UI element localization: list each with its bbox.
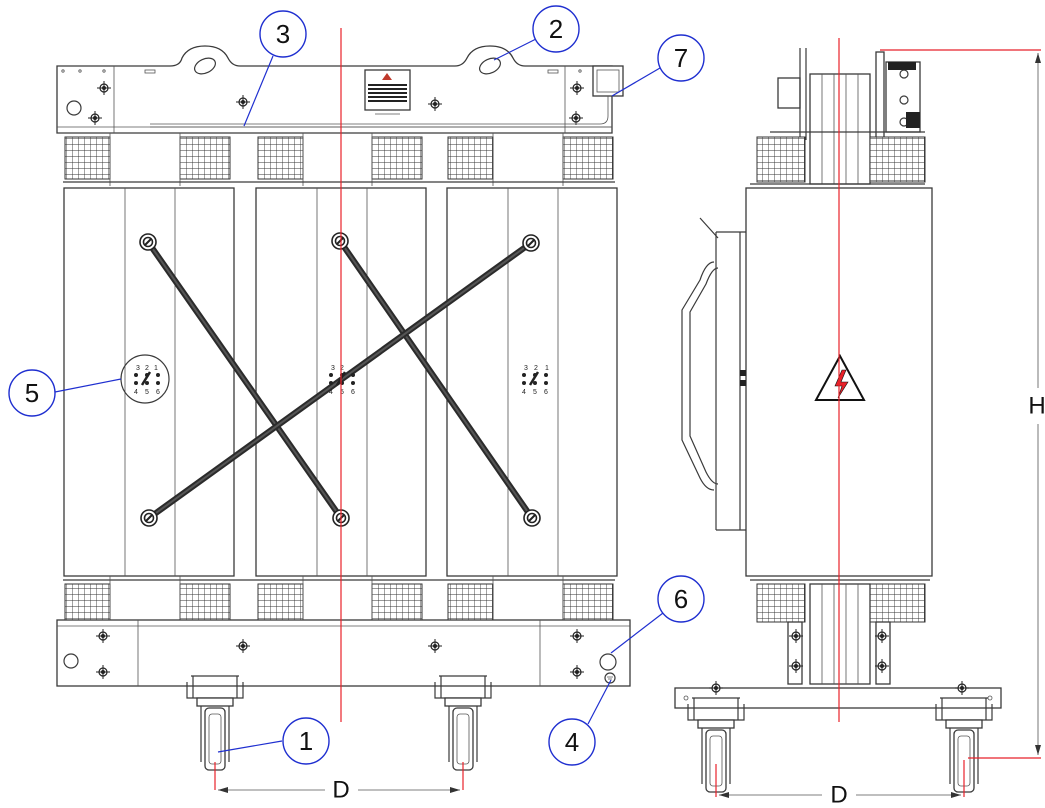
side-lower-assembly <box>674 579 1002 709</box>
svg-text:5: 5 <box>25 378 39 408</box>
svg-text:2: 2 <box>145 365 149 372</box>
svg-text:6: 6 <box>351 389 355 396</box>
svg-text:3: 3 <box>136 365 140 372</box>
lifting-hole <box>599 653 617 671</box>
nameplate <box>364 69 411 115</box>
svg-text:2: 2 <box>549 14 563 44</box>
svg-text:1: 1 <box>545 365 549 372</box>
svg-text:4: 4 <box>565 727 579 757</box>
callout-1: 1 <box>217 717 330 765</box>
svg-text:D: D <box>332 777 349 804</box>
svg-text:7: 7 <box>674 43 688 73</box>
svg-text:D: D <box>830 782 847 808</box>
svg-text:H: H <box>1028 393 1045 420</box>
svg-text:4: 4 <box>522 389 526 396</box>
center-axis-lines <box>340 28 840 722</box>
dimension-front-D: D <box>214 762 464 804</box>
svg-text:6: 6 <box>544 389 548 396</box>
upper-coil-spacers <box>63 133 615 186</box>
callout-5: 5 <box>8 369 122 417</box>
wheel-front-right <box>434 675 492 771</box>
bottom-frame <box>56 619 631 687</box>
svg-text:6: 6 <box>156 389 160 396</box>
front-view: 3 2 1 4 5 6 3 2 4 5 6 3 2 1 4 <box>56 45 631 771</box>
high-voltage-warning-icon <box>814 353 866 401</box>
callout-7: 7 <box>611 34 705 97</box>
side-view <box>674 48 1002 793</box>
svg-text:3: 3 <box>524 365 528 372</box>
tap-changer-right: 3 2 1 4 5 6 <box>522 365 549 396</box>
svg-text:4: 4 <box>329 389 333 396</box>
svg-text:3: 3 <box>331 365 335 372</box>
top-frame <box>56 45 624 134</box>
svg-text:1: 1 <box>299 726 313 756</box>
svg-text:2: 2 <box>340 365 344 372</box>
svg-text:5: 5 <box>145 389 149 396</box>
terminal-box <box>150 65 624 128</box>
svg-text:6: 6 <box>674 584 688 614</box>
side-coil-body <box>681 187 933 577</box>
dimension-height-H: H <box>880 49 1045 759</box>
callout-4: 4 <box>548 679 612 766</box>
callout-3: 3 <box>243 10 307 127</box>
dimension-side-D: D <box>715 760 965 808</box>
svg-text:1: 1 <box>154 365 158 372</box>
svg-text:2: 2 <box>534 365 538 372</box>
svg-text:4: 4 <box>134 389 138 396</box>
side-top-assembly <box>750 48 926 185</box>
callout-6: 6 <box>610 575 705 654</box>
svg-text:5: 5 <box>533 389 537 396</box>
svg-text:3: 3 <box>276 19 290 49</box>
lower-coil-spacers <box>63 576 615 621</box>
wheel-front-left <box>186 675 244 771</box>
svg-text:5: 5 <box>340 389 344 396</box>
callout-2: 2 <box>493 5 580 61</box>
